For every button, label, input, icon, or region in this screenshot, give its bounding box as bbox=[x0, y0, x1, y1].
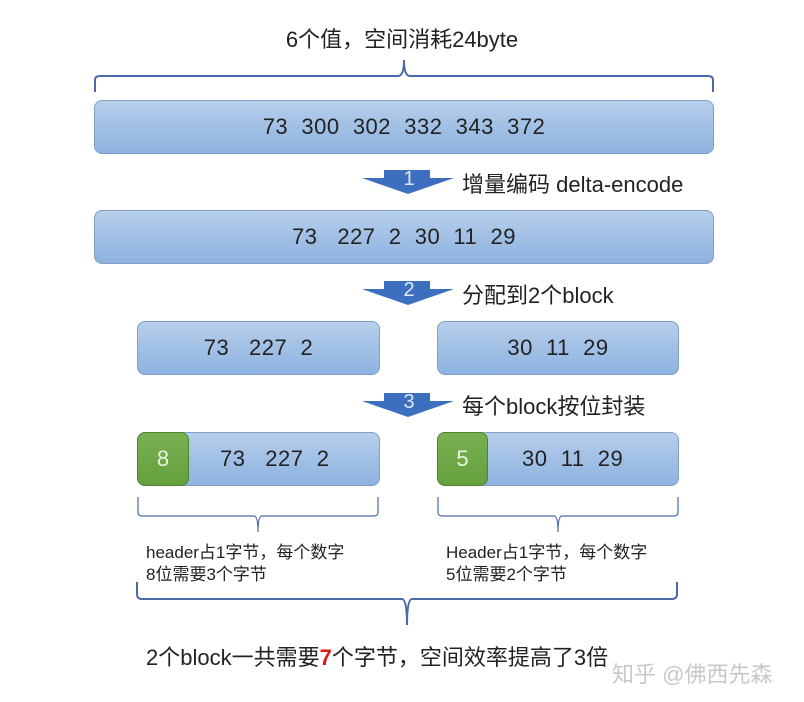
arrow-down-icon bbox=[362, 170, 454, 194]
arrow-down-icon bbox=[362, 393, 454, 417]
block-1-header: 8 bbox=[137, 432, 189, 486]
original-values: 73 300 302 332 343 372 bbox=[262, 114, 546, 139]
block-2-bar: 30 11 29 bbox=[437, 321, 679, 375]
delta-values-bar: 73 227 2 30 11 29 bbox=[94, 210, 714, 264]
block-2-note: Header占1字节，每个数字 5位需要2个字节 bbox=[446, 542, 647, 586]
summary-highlight: 7 bbox=[319, 645, 332, 670]
block-1-note-line1: header占1字节，每个数字 bbox=[146, 543, 345, 562]
step-label: 分配到2个block bbox=[462, 283, 614, 308]
original-values-bar: 73 300 302 332 343 372 bbox=[94, 100, 714, 154]
delta-values: 73 227 2 30 11 29 bbox=[292, 224, 516, 249]
step-number: 2 bbox=[403, 279, 415, 301]
block-1-bar: 73 227 2 bbox=[137, 321, 380, 375]
summary-prefix: 2个block一共需要 bbox=[146, 645, 320, 670]
block-2-values: 30 11 29 bbox=[507, 335, 609, 360]
step-number: 3 bbox=[403, 391, 415, 413]
summary-text: 2个block一共需要7个字节，空间效率提高了3倍 bbox=[146, 640, 608, 672]
block-1-packed-values: 73 227 2 bbox=[220, 446, 330, 471]
block-1-values: 73 227 2 bbox=[203, 335, 314, 360]
block-2-note-line2: 5位需要2个字节 bbox=[446, 565, 567, 584]
block-2-packed-values: 30 11 29 bbox=[522, 446, 624, 471]
block-1-note-line2: 8位需要3个字节 bbox=[146, 565, 267, 584]
arrow-down-icon bbox=[362, 281, 454, 305]
block-2-note-line1: Header占1字节，每个数字 bbox=[446, 543, 648, 562]
summary-suffix: 个字节，空间效率提高了3倍 bbox=[331, 645, 609, 670]
step-number: 1 bbox=[403, 168, 415, 190]
diagram-title: 6个值，空间消耗24byte bbox=[285, 27, 519, 52]
top-brace bbox=[94, 59, 714, 92]
block-2-header: 5 bbox=[437, 432, 488, 486]
watermark: 知乎 @佛西先森 bbox=[612, 662, 773, 687]
block-1-note: header占1字节，每个数字 8位需要3个字节 bbox=[146, 542, 344, 586]
step-label: 增量编码 delta-encode bbox=[462, 172, 684, 197]
step-label: 每个block按位封装 bbox=[462, 394, 646, 419]
